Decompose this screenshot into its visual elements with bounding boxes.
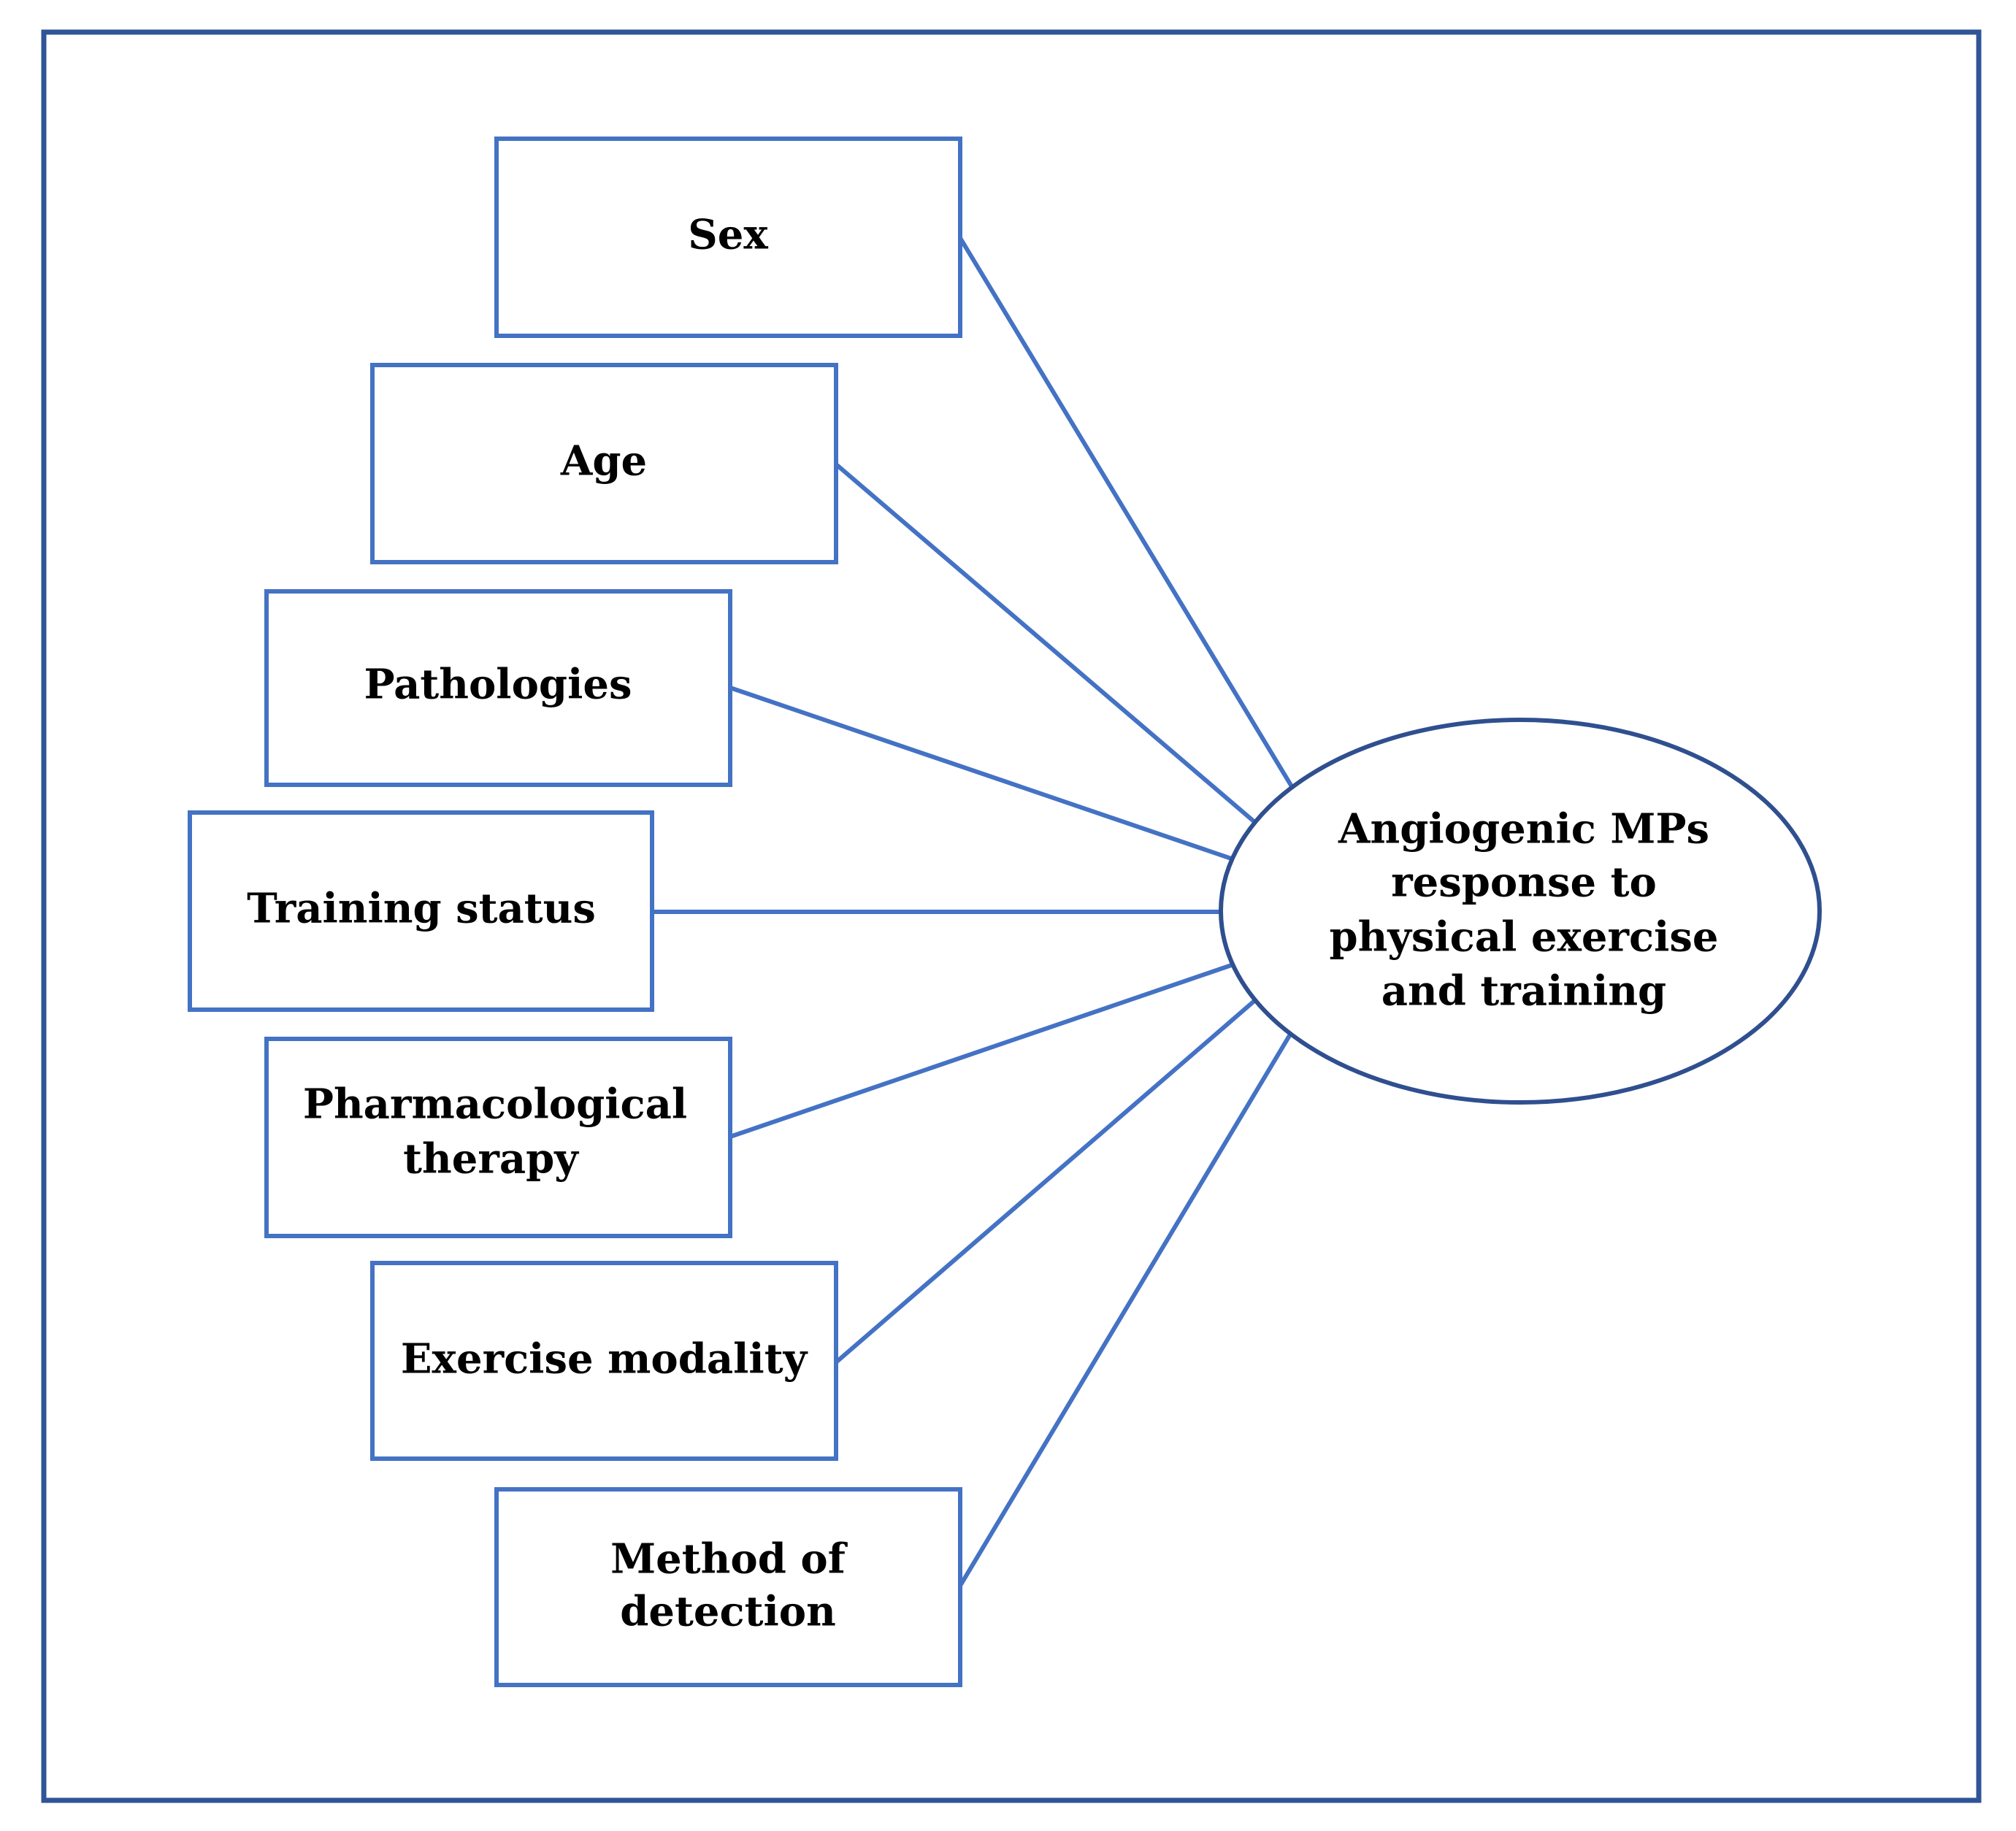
factor-box-exercise-modality-rect: [370, 1261, 838, 1461]
factor-box-age: Age: [370, 363, 838, 564]
factor-box-sex-rect: [494, 137, 962, 338]
factor-label-method-of-detection-line1: Method of: [610, 1535, 848, 1584]
factor-box-pathologies: Pathologies: [264, 589, 732, 787]
factor-label-sex: Sex: [688, 211, 768, 259]
factor-box-method-of-detection-rect: [494, 1487, 962, 1687]
outcome-ellipse: [1219, 718, 1822, 1105]
arrow-exercise-modality: [835, 956, 1307, 1364]
factor-box-pharmacological-therapy: Pharmacological therapy: [264, 1037, 732, 1238]
outcome-label-line2: response to: [1391, 859, 1657, 907]
outcome-label-line4: and training: [1381, 967, 1666, 1016]
factor-box-exercise-modality: Exercise modality: [370, 1261, 838, 1461]
arrow-sex: [958, 237, 1325, 840]
factor-box-method-of-detection: Method of detection: [494, 1487, 962, 1687]
outcome-label-line3: physical exercise: [1329, 913, 1718, 961]
arrow-method-of-detection: [958, 978, 1325, 1587]
arrow-age: [835, 462, 1307, 867]
factor-box-training-status-rect: [188, 810, 654, 1012]
factor-box-age-rect: [370, 363, 838, 564]
factor-label-pharmacological-therapy-line1: Pharmacological: [303, 1080, 687, 1129]
outcome-node: Angiogenic MPs response to physical exer…: [1219, 718, 1822, 1105]
arrow-pathologies: [729, 686, 1304, 886]
factor-label-pathologies: Pathologies: [364, 661, 632, 709]
factor-label-exercise-modality: Exercise modality: [401, 1335, 808, 1383]
factor-label-age: Age: [560, 437, 647, 485]
arrow-pharmacological-therapy: [729, 938, 1304, 1139]
factor-box-sex: Sex: [494, 137, 962, 338]
factor-label-training-status: Training status: [247, 885, 596, 933]
factor-box-pathologies-rect: [264, 589, 732, 787]
factor-box-pharmacological-therapy-rect: [264, 1037, 732, 1238]
factor-label-pharmacological-therapy-line2: therapy: [403, 1135, 579, 1183]
factor-box-training-status: Training status: [188, 810, 654, 1012]
factor-label-method-of-detection-line2: detection: [620, 1588, 836, 1636]
outcome-label-line1: Angiogenic MPs: [1338, 805, 1709, 853]
arrows-layer: [652, 237, 1325, 1587]
